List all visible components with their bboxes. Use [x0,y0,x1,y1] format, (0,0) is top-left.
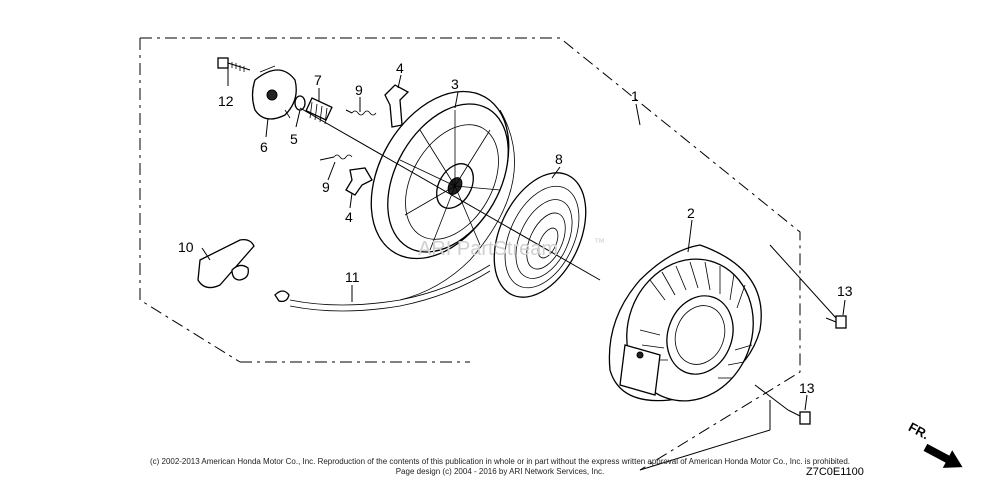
watermark-trademark: ™ [594,237,605,249]
friction-spring-part[interactable] [305,97,333,125]
callout-12: 12 [218,93,234,109]
callout-13-lower: 13 [799,380,815,396]
recoil-spring-part[interactable] [476,158,604,311]
flange-bolt-lower-part[interactable] [787,409,811,425]
callout-labels: 1 2 3 4 4 5 6 7 8 9 9 10 11 12 13 13 [178,60,853,396]
assembly-boundary [139,37,801,471]
callout-3: 3 [451,76,459,92]
copyright-line-2: Page design (c) 2004 - 2016 by ARI Netwo… [396,467,605,476]
starter-case-part[interactable] [607,241,773,419]
leader-lines [201,68,846,471]
callout-4-upper: 4 [396,60,404,76]
callout-13-upper: 13 [837,283,853,299]
callout-7: 7 [314,72,322,88]
front-arrow-icon [923,443,963,468]
ratchet-upper-part[interactable] [384,84,410,128]
copyright-line-1: (c) 2002-2013 American Honda Motor Co., … [150,457,850,466]
starter-grip-part[interactable] [197,238,255,289]
callout-4-lower: 4 [345,209,353,225]
front-label: FR. [906,419,932,442]
callout-10: 10 [178,239,194,255]
callout-1: 1 [631,88,639,104]
setting-bolt-part[interactable] [217,57,251,72]
ratchet-spring-upper-part[interactable] [345,109,377,116]
callout-8: 8 [555,151,563,167]
callout-6: 6 [260,139,268,155]
rope-arc [399,109,515,301]
friction-plate-part[interactable] [251,65,297,120]
starter-pulley-part[interactable] [343,67,537,283]
watermark: ARI PartStream [418,238,558,260]
callout-9-lower: 9 [322,179,330,195]
callout-11: 11 [345,269,360,285]
callout-2: 2 [687,205,695,221]
starter-rope-part[interactable] [274,264,491,312]
flange-bolt-upper-part[interactable] [825,315,847,329]
diagram-code: Z7C0E1100 [806,466,864,478]
callout-9-upper: 9 [355,82,363,98]
callout-5: 5 [290,131,298,147]
ratchet-lower-part[interactable] [345,167,373,196]
washer-part[interactable] [294,95,306,111]
front-direction-indicator: FR. [906,419,963,468]
ratchet-spring-lower-part[interactable] [319,154,353,161]
